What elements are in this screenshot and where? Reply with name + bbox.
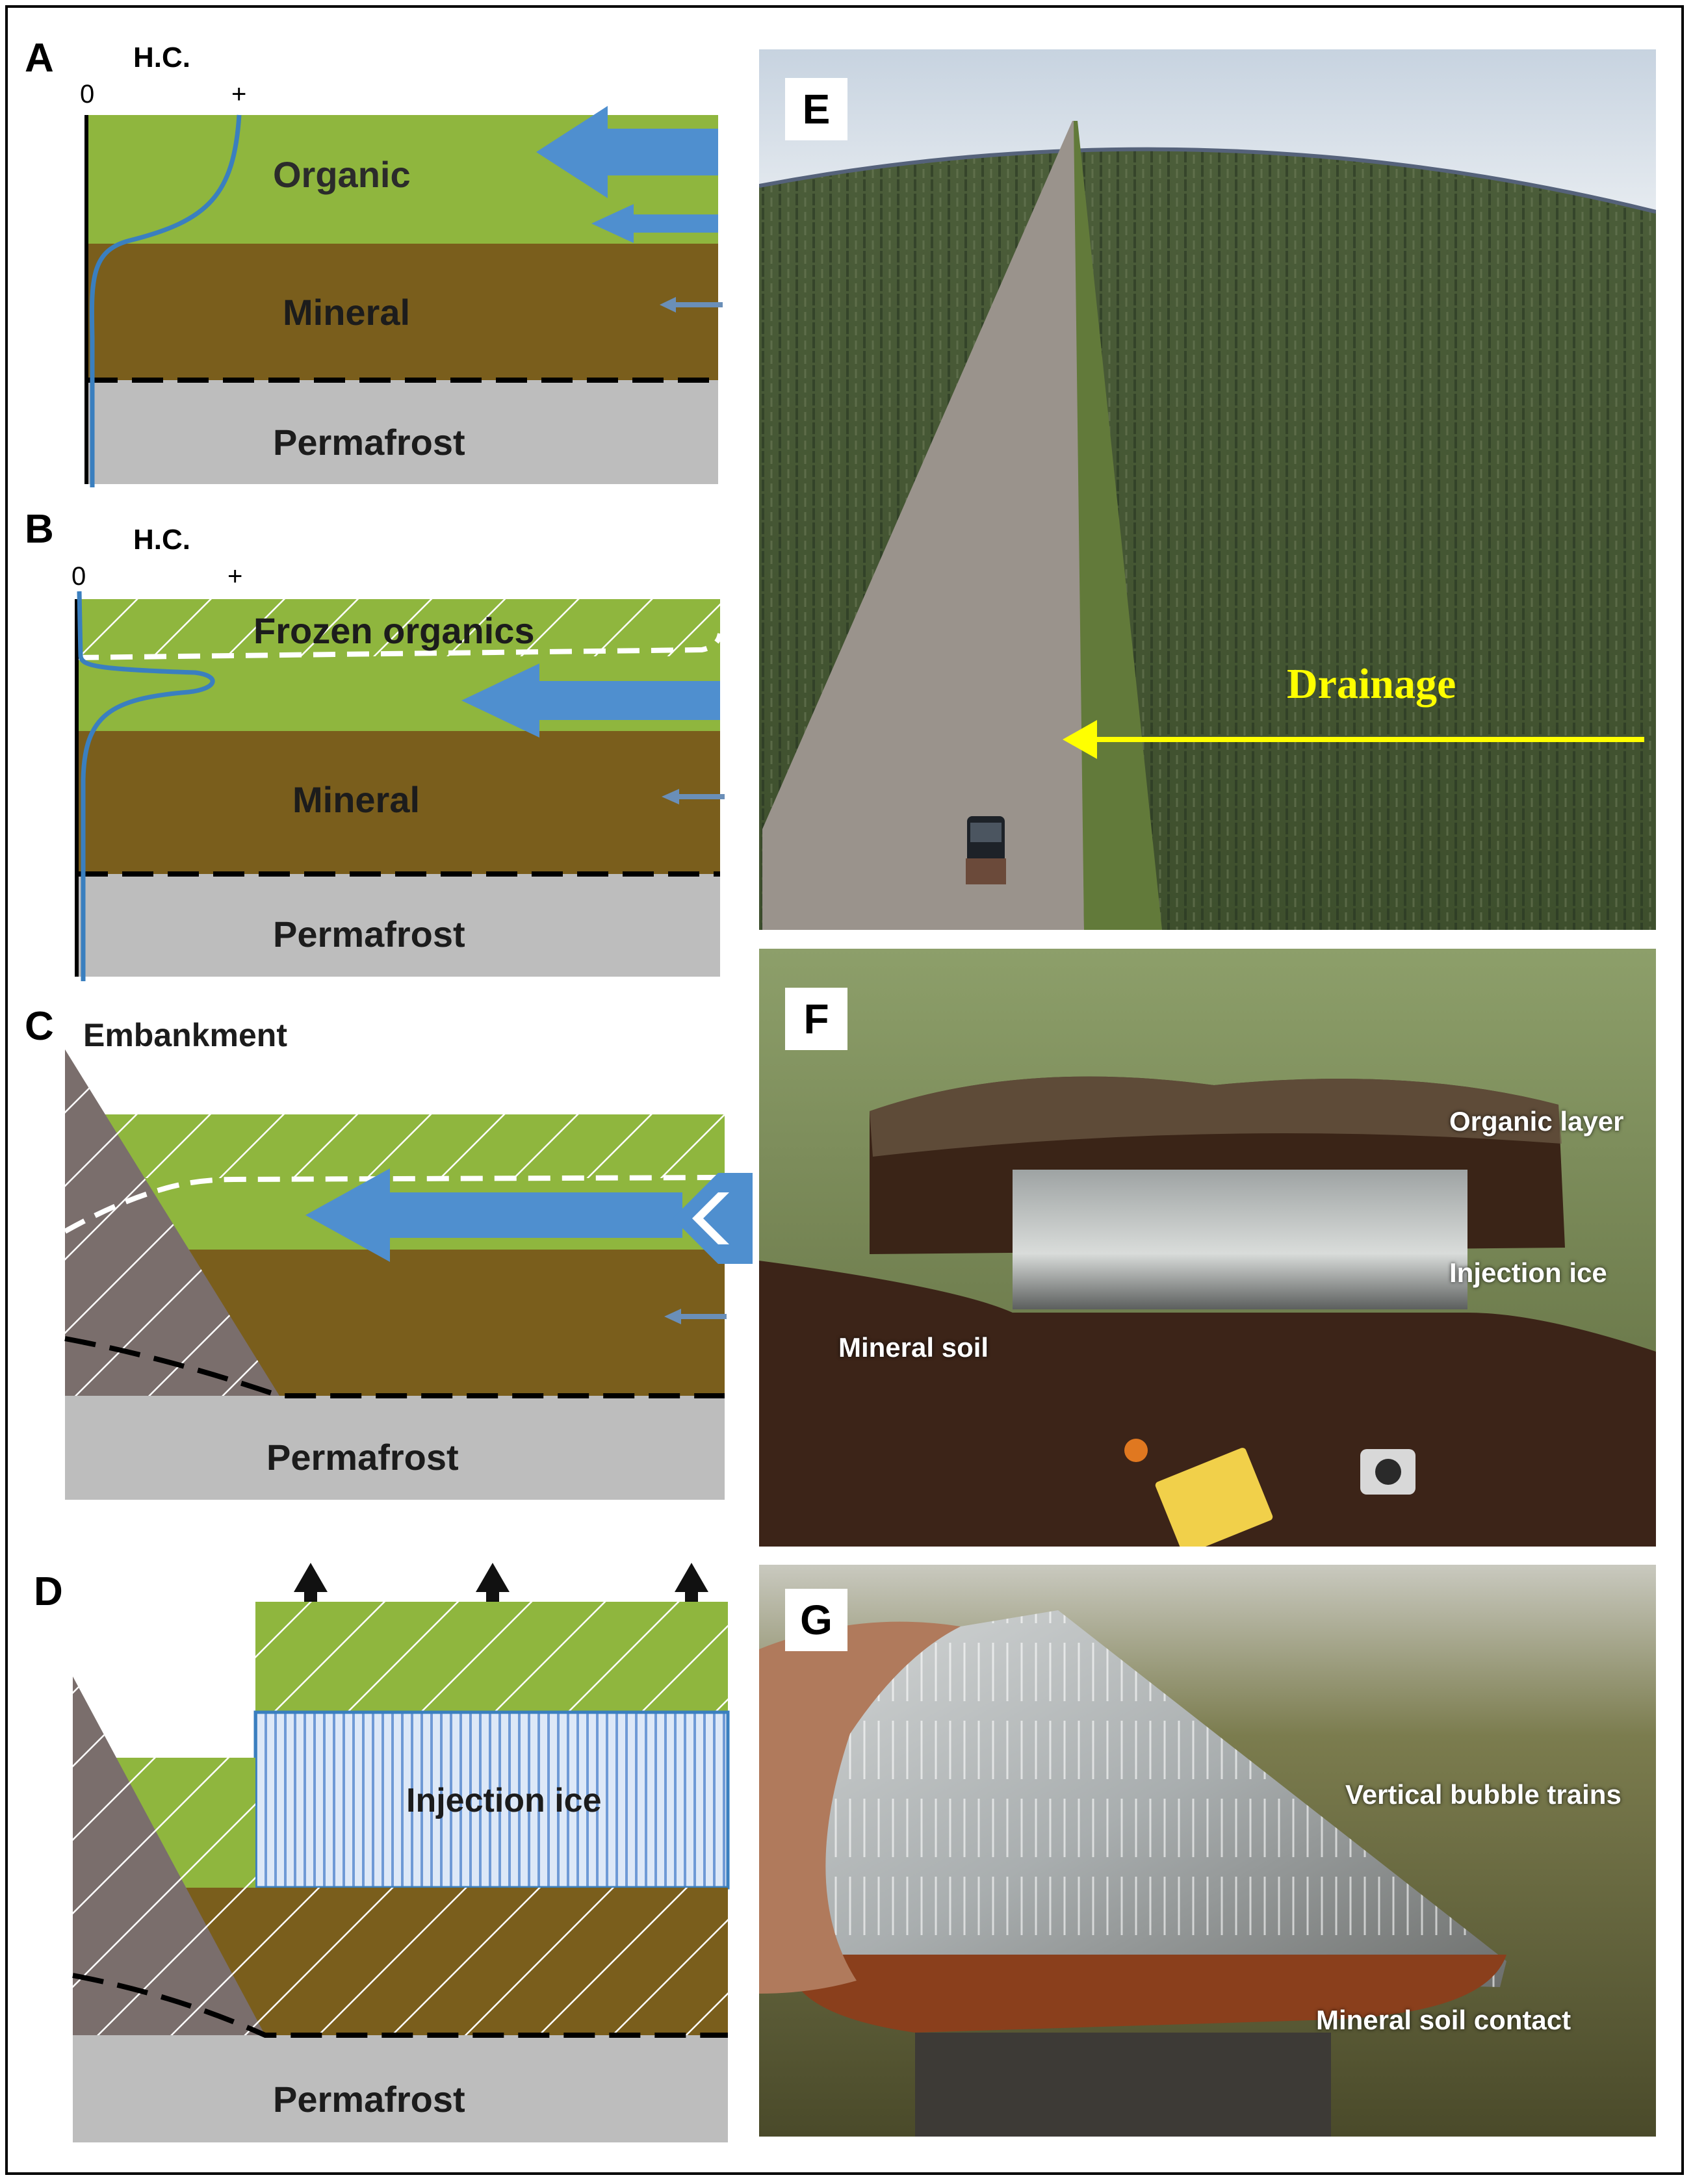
embankment-hatch [73,1677,265,2035]
panel-b: B H.C. 0 + Frozen organics Mineral Perma… [25,507,725,981]
mineral-layer [77,731,720,874]
mineral-soil-crust [798,1955,1506,2033]
embankment-hatch [65,1049,279,1396]
embankment-label: Embankment [83,1017,287,1053]
hc-curve [89,114,242,487]
panel-d: D Injection ice Permafrost [34,1563,730,2142]
drainage-arrow [1063,720,1644,759]
permafrost-label: Permafrost [273,914,465,955]
hc-curve [77,591,215,981]
drainage-label: Drainage [1287,660,1456,708]
permafrost-layer [73,2035,728,2142]
flow-arrow-large [461,663,720,738]
panel-c: C Embankment Permafrost [25,1004,753,1500]
schematics: A H.C. 0 + Organic Mineral Permafrost B … [25,36,753,2142]
panel-label-c: C [25,1004,54,1049]
organic-layer-label: Organic layer [1449,1106,1624,1137]
plus-tick-b: + [227,562,242,591]
flow-arrow-tiny [664,1309,727,1324]
panel-label-d: D [34,1569,63,1614]
mineral-label: Mineral [283,292,410,333]
gravel-road [762,121,1084,930]
uplift-arrow [476,1563,510,1618]
permafrost-layer [65,1396,725,1500]
freezing-front-line [76,633,723,660]
flow-arrow-large [305,1168,682,1262]
panel-label-g: G [785,1589,847,1651]
mineral-soil-label: Mineral soil [838,1332,989,1363]
permafrost-layer [77,874,720,977]
zero-tick-b: 0 [71,562,86,591]
permafrost-layer [86,380,718,484]
uplifted-hatch [255,1602,728,1712]
hand [759,1621,961,1994]
mineral-label: Mineral [292,779,420,820]
permafrost-table-line [72,1973,728,2038]
organic-label: Organic [273,154,411,195]
panel-label-f: F [785,988,847,1050]
field-notebook [1155,1448,1273,1547]
photo-e-aerial-road [759,49,1656,930]
injection-ice-block [1013,1170,1467,1309]
flow-arrow-large [536,106,718,198]
flow-arrow-tiny [662,789,725,804]
injection-ice-label: Injection ice [1449,1257,1607,1288]
frozen-organics-label: Frozen organics [253,610,535,651]
flow-arrow-small [591,204,718,243]
truck [966,816,1006,884]
permafrost-label: Permafrost [273,2079,465,2120]
photo-f-soil-pit [759,949,1656,1547]
flow-arrow-chevron [673,1173,753,1264]
mineral-soil-ground [759,1261,1656,1547]
uplift-arrow [294,1563,328,1618]
permafrost-label: Permafrost [266,1437,459,1478]
bubble-trains [798,1610,1506,1987]
permafrost-table-line [64,1336,725,1398]
figure-frame [5,5,1684,2175]
zero-tick-a: 0 [80,80,94,109]
support-post [915,2033,1331,2137]
frozen-hatch [77,599,720,656]
injection-ice-body [253,1710,730,1890]
permafrost-label: Permafrost [273,422,465,463]
mineral-layer [86,244,718,380]
bubble-trains-label: Vertical bubble trains [1345,1779,1622,1810]
panel-label-b: B [25,507,54,552]
panel-a: A H.C. 0 + Organic Mineral Permafrost [25,36,723,487]
panel-label-e: E [785,78,847,140]
flow-arrow-tiny [660,297,723,313]
hc-label-b: H.C. [133,524,190,556]
orange-tool [1124,1439,1148,1462]
freezing-front-line [64,1175,725,1234]
flow-arrow-notch [692,1192,729,1244]
photo-g-ice-sample [759,1565,1656,2137]
frozen-hatch [65,1114,725,1178]
uplift-arrow [675,1563,708,1618]
mineral-soil-contact-label: Mineral soil contact [1316,2005,1571,2035]
plus-tick-a: + [231,80,246,109]
panel-label-a: A [25,36,54,81]
hc-label-a: H.C. [133,42,190,73]
injection-ice-label: Injection ice [406,1782,602,1819]
